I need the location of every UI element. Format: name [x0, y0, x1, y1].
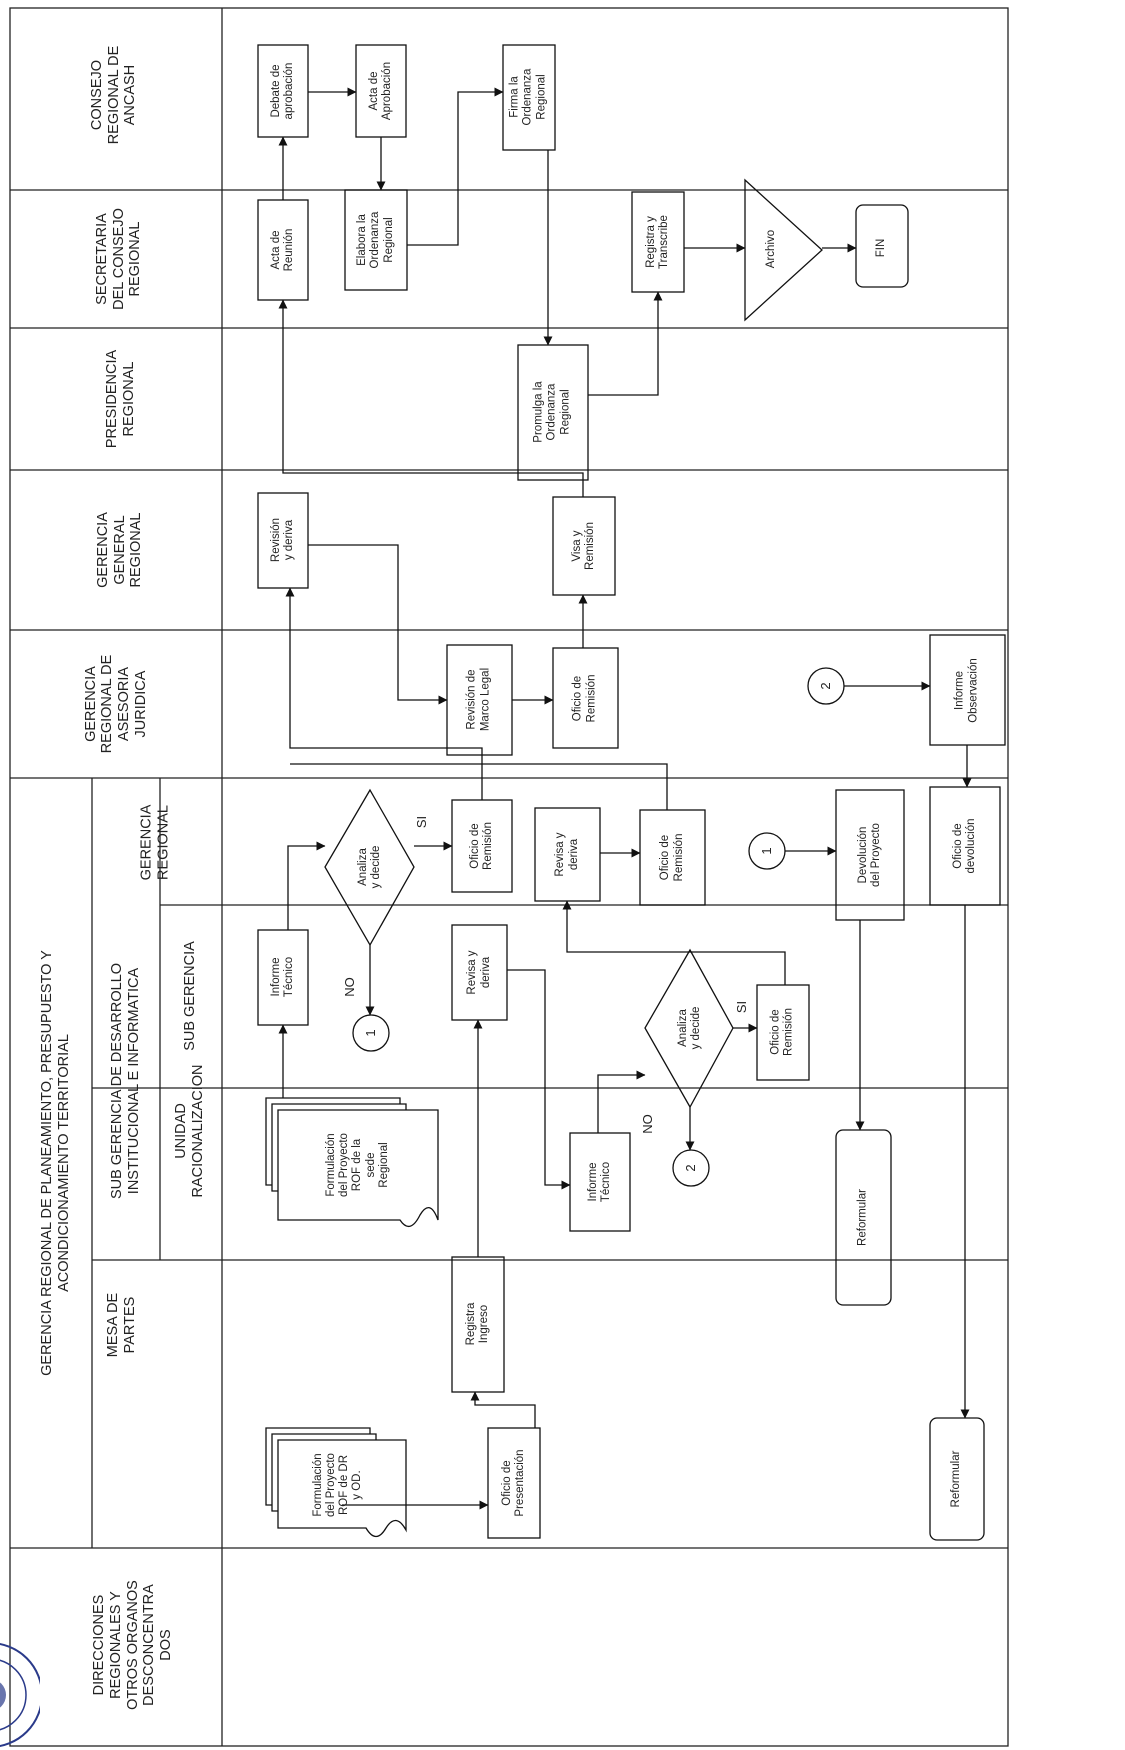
seal-stamp [0, 1640, 40, 1750]
node-acta-reunion: Acta de Reunión [269, 228, 295, 272]
lane-header-presidencia: PRESIDENCIA REGIONAL [104, 349, 137, 449]
node-formulacion-rof-sede: Formulación del Proyecto ROF de la sede … [324, 1133, 390, 1197]
connector-1-end: 1 [362, 1029, 378, 1037]
node-archivo: Archivo [765, 229, 778, 269]
node-acta-aprobacion: Acta de Aprobación [367, 61, 393, 121]
lane-header-asesoria: GERENCIA REGIONAL DE ASESORIA JURIDICA [82, 654, 149, 754]
node-revisa-deriva-gr: Revisa y deriva [554, 832, 580, 877]
lane-header-direcciones: DIRECCIONES REGIONALES Y OTROS ORGANOS D… [91, 1580, 174, 1710]
node-reformular-unidad: Reformular [856, 1189, 869, 1246]
node-informe-tecnico-sg: Informe Técnico [269, 956, 295, 998]
document-shapes [265, 1097, 439, 1538]
node-registra-transcribe: Registra y Transcribe [644, 215, 670, 269]
node-oficio-remision-gr1: Oficio de Remisión [468, 822, 494, 870]
node-reformular-direcciones: Reformular [950, 1450, 963, 1508]
lane-header-planeamiento: GERENCIA REGIONAL DE PLANEAMIENTO, PRESU… [39, 950, 72, 1376]
node-oficio-remision-asesoria: Oficio de Remisión [571, 674, 597, 723]
lane-header-unidad: UNIDAD RACIONALIZACION [173, 1064, 206, 1198]
node-informe-tecnico-unidad: Informe Técnico [586, 1161, 612, 1203]
lane-header-secretaria: SECRETARIA DEL CONSEJO REGIONAL [93, 208, 144, 310]
lane-header-sub-desarrollo: SUB GERENCIA DE DESARROLLO INSTITUCIONAL… [109, 962, 142, 1200]
node-shapes [257, 44, 1006, 1541]
node-informe-observacion: Informe Observación [953, 658, 979, 723]
connector-1-start: 1 [758, 847, 774, 855]
node-elabora-ordenanza: Elabora la Ordenanza Regional [356, 211, 395, 269]
node-oficio-remision-sg: Oficio de Remisión [769, 1008, 795, 1056]
node-promulga-ordenanza: Promulga la Ordenanza Regional [532, 381, 572, 443]
node-fin: FIN [875, 238, 888, 258]
lane-header-gerencia-general: GERENCIA GENERAL REGIONAL [94, 512, 145, 588]
connector-2-start: 2 [817, 682, 833, 690]
lane-header-consejo: CONSEJO REGIONAL DE ANCASH [88, 45, 139, 145]
edge-label-si-sg: SI [733, 1000, 749, 1014]
node-devolucion-proyecto: Devolución del Proyecto [856, 823, 882, 887]
node-revisa-deriva-sg: Revisa y deriva [466, 950, 492, 995]
seal-stamp-graphic [0, 1642, 40, 1748]
node-visa-remision: Visa y Remisión [570, 522, 596, 570]
edge-label-no-sg: NO [639, 1114, 655, 1134]
lane-header-mesa-partes: MESA DE PARTES [105, 1292, 138, 1358]
node-oficio-remision-gr2: Oficio de Remisión [659, 833, 685, 882]
edge-label-si-gr: SI [413, 815, 429, 829]
node-oficio-devolucion: Oficio de devolución [951, 818, 977, 874]
node-analiza-decide-gr: Analiza y decide [356, 845, 382, 889]
node-revision-marco-legal: Revisión de Marco Legal [465, 667, 491, 732]
node-firma-ordenanza: Firma la Ordenanza Regional [508, 68, 548, 126]
flow-arrows [278, 87, 972, 1510]
node-formulacion-rof-dr: Formulación del Proyecto ROF de DR y OD. [311, 1453, 364, 1517]
node-analiza-decide-sg: Analiza y decide [676, 1006, 702, 1050]
connector-2-end: 2 [682, 1164, 698, 1172]
node-registra-ingreso: Registra Ingreso [464, 1302, 490, 1346]
lane-grid [9, 7, 1009, 1747]
node-revision-deriva: Revisión y deriva [269, 517, 295, 563]
edge-label-no-gr: NO [341, 977, 357, 997]
node-debate-aprobacion: Debate de aprobación [269, 62, 295, 120]
node-oficio-presentacion: Oficio de Presentación [500, 1449, 526, 1517]
